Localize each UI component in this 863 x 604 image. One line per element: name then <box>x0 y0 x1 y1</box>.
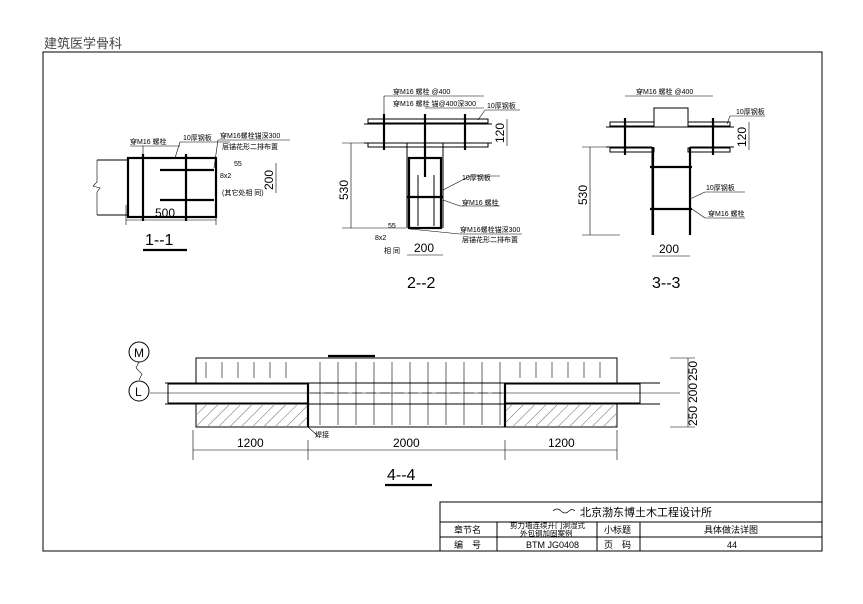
dim-depth: 530 <box>576 185 590 205</box>
plate-label: 10厚钢板 <box>462 173 491 182</box>
page-label: 页 码 <box>604 540 631 550</box>
dim-height: 200 <box>262 170 276 190</box>
number-value: BTM JG0408 <box>526 540 579 550</box>
weld-size: 8x2 <box>220 173 231 180</box>
anchor-label: 穿M16螺栓锚深300 <box>460 225 520 234</box>
bolt-label: 穿M16 螺栓 <box>708 209 745 218</box>
company-name: 北京渤东博土木工程设计所 <box>580 505 712 519</box>
bolt-label: 穿M16 螺栓 <box>130 137 167 146</box>
dim-width: 200 <box>414 241 434 255</box>
section-2-2: 穿M16 螺栓 @400 穿M16 螺栓 锚@400深300 10厚钢板 10厚… <box>337 87 522 292</box>
weld-label: 焊接 <box>315 430 329 439</box>
mid-bolt-label: 穿M16 螺栓 锚@400深300 <box>393 99 476 108</box>
bolt-label: 穿M16 螺栓 <box>462 198 499 207</box>
subtitle-value: 具体做法详图 <box>704 524 758 535</box>
dim-right: 1200 <box>548 436 575 450</box>
weld-note: 相 同 <box>384 246 400 255</box>
plate-label-top: 10厚钢板 <box>487 101 516 110</box>
weld-size: 8x2 <box>375 235 386 242</box>
watermark: 建筑医学骨科 <box>44 37 123 52</box>
dim-flange: 120 <box>493 123 507 143</box>
dim-left: 1200 <box>237 436 264 450</box>
section-title: 2--2 <box>407 275 436 292</box>
top-bolt-label: 穿M16 螺栓 @400 <box>393 87 450 96</box>
anchor-label: 穿M16螺栓锚深300 <box>220 131 280 140</box>
plate-label: 10厚钢板 <box>706 183 735 192</box>
axis-m: M <box>134 346 144 360</box>
dim-depth: 530 <box>337 180 351 200</box>
dim-bottom: 250 <box>686 406 700 426</box>
chapter-value-2: 外包钢加固案例 <box>520 528 573 538</box>
section-title: 3--3 <box>652 275 681 292</box>
dim-center: 200 <box>686 383 700 403</box>
axis-l: L <box>135 385 142 399</box>
top-bolt-label: 穿M16 螺栓 @400 <box>636 87 693 96</box>
chapter-value-1: 剪力墙连续开门洞湿式 <box>510 520 585 530</box>
anchor-note: 层锚花形二排布置 <box>222 142 278 151</box>
section-3-3: 穿M16 螺栓 @400 10厚钢板 10厚钢板 穿M16 螺栓 530 120… <box>576 87 765 292</box>
sheet-border <box>42 51 823 552</box>
section-title: 4--4 <box>387 467 416 484</box>
chapter-label: 章节名 <box>454 524 481 535</box>
weld-top: 55 <box>234 161 242 168</box>
plate-label-top: 10厚钢板 <box>736 107 765 116</box>
section-title: 1--1 <box>145 232 174 249</box>
company-logo <box>552 508 576 514</box>
section-4-4: M L 焊接 1200 2000 1200 250 200 250 4--4 <box>128 341 700 487</box>
dim-width: 500 <box>155 206 175 220</box>
anchor-note: 层锚花形二排布置 <box>462 235 518 244</box>
number-label: 编 号 <box>454 539 481 550</box>
subtitle-label: 小标题 <box>604 524 631 535</box>
dim-flange: 120 <box>735 127 749 147</box>
axis-marker-l <box>128 380 150 402</box>
dim-top: 250 <box>686 361 700 381</box>
weld-top: 55 <box>388 223 396 230</box>
plate-label: 10厚钢板 <box>183 133 212 142</box>
dim-middle: 2000 <box>393 436 420 450</box>
dim-width: 200 <box>659 242 679 256</box>
section-1-1: 穿M16 螺栓 10厚钢板 穿M16螺栓锚深300 层锚花形二排布置 55 8x… <box>92 131 290 252</box>
title-block: 北京渤东博土木工程设计所 章节名 剪力墙连续开门洞湿式 外包钢加固案例 小标题 … <box>439 501 823 552</box>
page-value: 44 <box>727 540 737 550</box>
weld-note: (其它处相 同) <box>222 188 264 197</box>
